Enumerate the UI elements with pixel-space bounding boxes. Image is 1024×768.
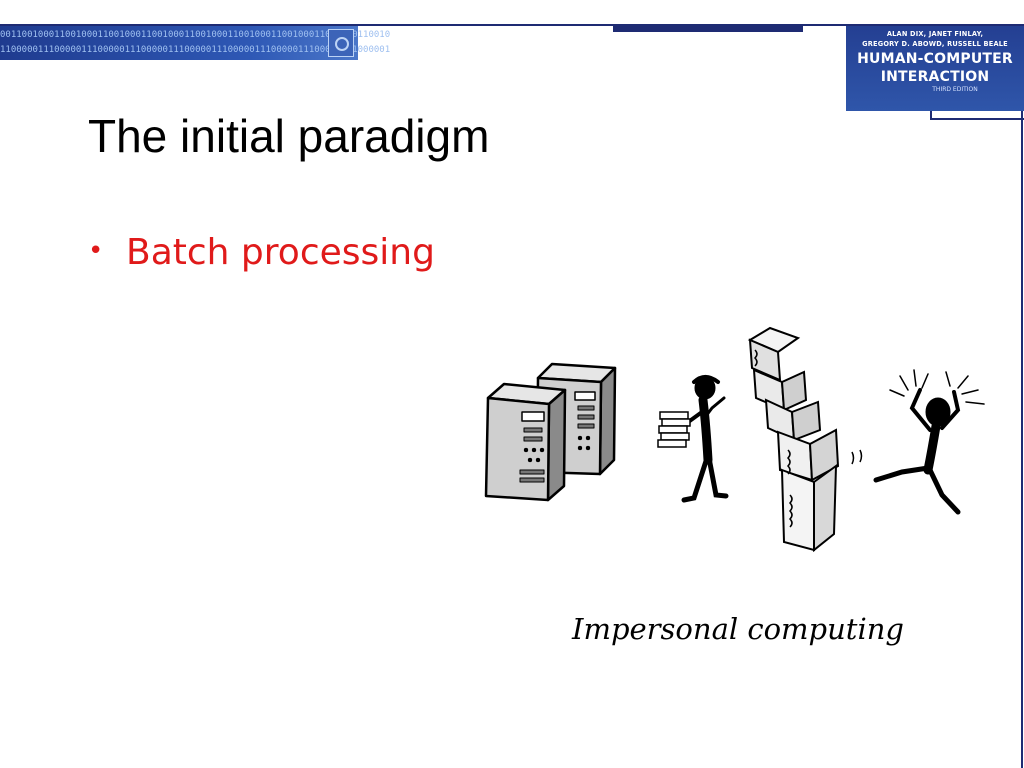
- bullet-text: Batch processing: [126, 232, 435, 273]
- cover-title-line-2: INTERACTION: [880, 69, 990, 85]
- right-border-rule: [1021, 111, 1023, 768]
- paper-stack-icon: [747, 326, 863, 553]
- binary-header-band: 0011001000110010001100100011001000110010…: [0, 26, 390, 60]
- frustrated-user-icon: [873, 369, 985, 515]
- batch-processing-illustration: [484, 326, 985, 553]
- cover-edition: THIRD EDITION: [932, 86, 978, 93]
- mainframe-computer-icon: [484, 362, 617, 502]
- binary-row-2: 1100000111000001110000011100000111000001…: [0, 45, 391, 55]
- header-top-rule: [0, 24, 1024, 26]
- slide-title: The initial paradigm: [88, 110, 490, 162]
- binary-row-1: 0011001000110010001100100011001000110010…: [0, 30, 391, 40]
- cover-corner-line-vertical: [930, 111, 932, 120]
- cover-authors-line-1: ALAN DIX, JANET FINLAY,: [886, 30, 984, 38]
- emblem-icon: [328, 29, 354, 57]
- bullet-item: • Batch processing: [88, 228, 435, 278]
- header-accent-bar: [613, 24, 803, 32]
- bullet-list: • Batch processing: [88, 228, 435, 278]
- cover-corner-line-horizontal: [930, 118, 1024, 120]
- book-cover-logo: ALAN DIX, JANET FINLAY, GREGORY D. ABOWD…: [846, 26, 1024, 111]
- cover-authors-line-2: GREGORY D. ABOWD, RUSSELL BEALE: [862, 40, 1008, 48]
- operator-carrying-cards-icon: [657, 375, 729, 503]
- bullet-icon: •: [88, 236, 104, 266]
- cover-title-line-1: HUMAN-COMPUTER: [857, 51, 1013, 67]
- illustration-caption: Impersonal computing: [572, 612, 904, 646]
